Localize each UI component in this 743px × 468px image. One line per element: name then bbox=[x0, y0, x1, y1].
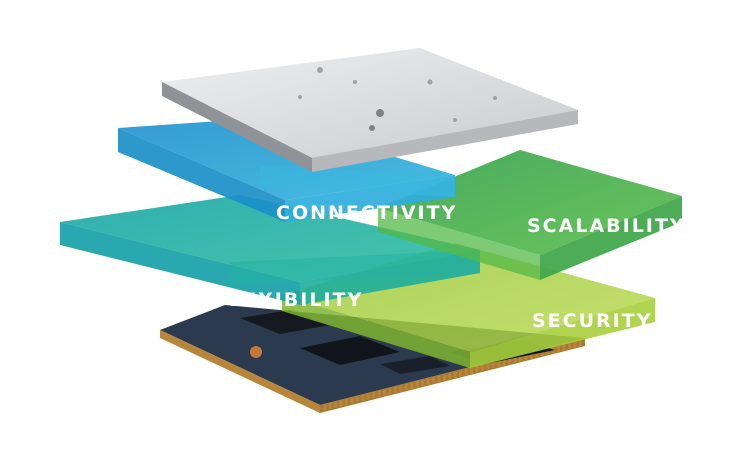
edge-pad bbox=[388, 388, 392, 395]
edge-pad bbox=[241, 369, 245, 376]
edge-pad bbox=[251, 374, 255, 381]
edge-pad bbox=[567, 343, 571, 350]
edge-pad bbox=[535, 351, 539, 358]
edge-pad bbox=[334, 401, 338, 408]
security-label: SECURITY bbox=[532, 310, 652, 332]
edge-pad bbox=[421, 379, 425, 386]
edge-pad bbox=[410, 382, 414, 389]
edge-pad bbox=[540, 350, 544, 357]
edge-pad bbox=[328, 402, 332, 409]
edge-pad bbox=[377, 390, 381, 397]
edge-pad bbox=[350, 397, 354, 404]
edge-pad bbox=[282, 388, 286, 395]
edge-pad bbox=[189, 344, 193, 351]
edge-pad bbox=[524, 354, 528, 361]
edge-pad bbox=[393, 386, 397, 393]
edge-pad bbox=[209, 354, 213, 361]
edge-pad bbox=[480, 365, 484, 372]
edge-pad bbox=[298, 396, 302, 403]
edge-pad bbox=[204, 351, 208, 358]
edge-pad bbox=[163, 332, 167, 339]
edge-pad bbox=[453, 371, 457, 378]
edge-pad bbox=[437, 375, 441, 382]
edge-pad bbox=[235, 366, 239, 373]
edge-pad bbox=[470, 367, 474, 374]
edge-pad bbox=[178, 339, 182, 346]
scalability-layer bbox=[378, 150, 682, 280]
edge-pad bbox=[404, 384, 408, 391]
edge-pad bbox=[508, 358, 512, 365]
edge-pad bbox=[372, 392, 376, 399]
edge-pad bbox=[529, 352, 533, 359]
edge-pad bbox=[383, 389, 387, 396]
edge-pad bbox=[287, 391, 291, 398]
edge-pad bbox=[246, 371, 250, 378]
edge-pad bbox=[551, 347, 555, 354]
edge-pad bbox=[230, 364, 234, 371]
edge-pad bbox=[562, 344, 566, 351]
metal-shield bbox=[162, 48, 578, 172]
edge-pad bbox=[486, 363, 490, 370]
edge-pad bbox=[267, 381, 271, 388]
connectivity-label: CONNECTIVITY bbox=[276, 202, 457, 224]
edge-pad bbox=[225, 361, 229, 368]
flexibility-layer bbox=[60, 195, 480, 305]
edge-pad bbox=[426, 378, 430, 385]
edge-pad bbox=[173, 337, 177, 344]
edge-pad bbox=[168, 334, 172, 341]
edge-pad bbox=[366, 393, 370, 400]
edge-pad bbox=[502, 359, 506, 366]
edge-pad bbox=[256, 376, 260, 383]
edge-pad bbox=[399, 385, 403, 392]
edge-pad bbox=[464, 369, 468, 376]
edge-pad bbox=[497, 360, 501, 367]
edge-pad bbox=[303, 398, 307, 405]
edge-pad bbox=[277, 386, 281, 393]
edge-pad bbox=[199, 349, 203, 356]
edge-pad bbox=[261, 379, 265, 386]
edge-pad bbox=[194, 347, 198, 354]
edge-pad bbox=[546, 348, 550, 355]
edge-pad bbox=[220, 359, 224, 366]
scalability-label: SCALABILITY bbox=[527, 215, 686, 237]
edge-pad bbox=[339, 400, 343, 407]
edge-pad bbox=[513, 356, 517, 363]
edge-pad bbox=[442, 374, 446, 381]
edge-pad bbox=[355, 396, 359, 403]
edge-pad bbox=[491, 362, 495, 369]
edge-pad bbox=[518, 355, 522, 362]
edge-pad bbox=[313, 403, 317, 410]
edge-pad bbox=[293, 393, 297, 400]
edge-pads bbox=[163, 332, 582, 411]
edge-pad bbox=[415, 381, 419, 388]
edge-pad bbox=[475, 366, 479, 373]
edge-pad bbox=[557, 346, 561, 353]
edge-pad bbox=[573, 342, 577, 349]
edge-pad bbox=[361, 394, 365, 401]
edge-pad bbox=[308, 401, 312, 408]
edge-pad bbox=[578, 340, 582, 347]
edge-pad bbox=[431, 377, 435, 384]
edge-pad bbox=[448, 373, 452, 380]
edge-pad bbox=[272, 384, 276, 391]
edge-pad bbox=[183, 342, 187, 349]
flexibility-label: FLEXIBILITY bbox=[214, 289, 363, 311]
edge-pad bbox=[215, 356, 219, 363]
edge-pad bbox=[344, 398, 348, 405]
edge-pad bbox=[323, 404, 327, 411]
edge-pad bbox=[459, 370, 463, 377]
